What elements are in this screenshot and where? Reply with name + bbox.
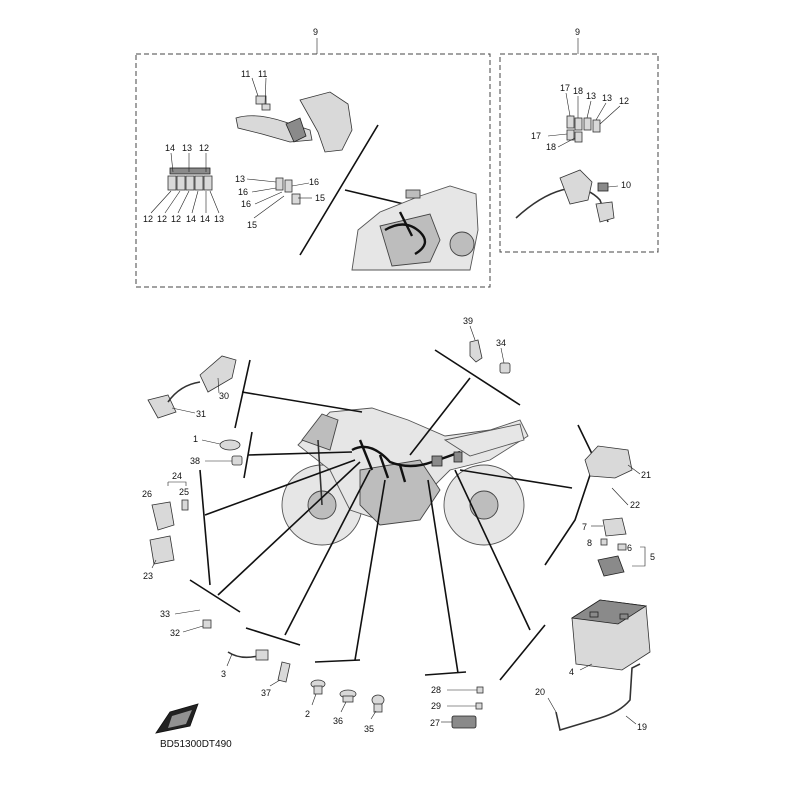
callout-11-b: 11 xyxy=(258,69,267,79)
callout-16-c: 16 xyxy=(309,177,319,187)
callout-18-b: 18 xyxy=(546,142,556,152)
callout-7: 7 xyxy=(582,522,587,532)
callout-12-c: 12 xyxy=(157,214,167,224)
callout-6: 6 xyxy=(627,543,632,553)
callout-17-a: 17 xyxy=(560,83,570,93)
callout-12-d: 12 xyxy=(171,214,181,224)
callout-29: 29 xyxy=(431,701,441,711)
callout-13-e: 13 xyxy=(602,93,612,103)
callout-36: 36 xyxy=(333,716,343,726)
callout-16-b: 16 xyxy=(241,199,251,209)
callout-17-b: 17 xyxy=(531,131,541,141)
callout-37: 37 xyxy=(261,688,271,698)
callout-9-right: 9 xyxy=(575,27,580,37)
callout-15-a: 15 xyxy=(315,193,325,203)
callout-3: 3 xyxy=(221,669,226,679)
callout-28: 28 xyxy=(431,685,441,695)
callout-1: 1 xyxy=(193,434,198,444)
callout-14-a: 14 xyxy=(165,143,175,153)
callout-27: 27 xyxy=(430,718,440,728)
callout-13-c: 13 xyxy=(235,174,245,184)
callout-4: 4 xyxy=(569,667,574,677)
callout-13-b: 13 xyxy=(214,214,224,224)
front-arrow-icon xyxy=(155,703,199,734)
detail-box-right xyxy=(499,53,659,253)
callout-12-a: 12 xyxy=(199,143,209,153)
part-32 xyxy=(202,619,212,629)
part-4-battery xyxy=(570,599,651,671)
callout-13-d: 13 xyxy=(586,91,596,101)
part-23-26 xyxy=(149,499,189,565)
callout-38: 38 xyxy=(190,456,200,466)
part-5 xyxy=(597,555,625,577)
part-3 xyxy=(227,649,269,661)
part-37 xyxy=(277,661,291,683)
part-21 xyxy=(584,445,633,479)
part-34 xyxy=(499,362,511,374)
frame-detail xyxy=(351,185,479,271)
part-27 xyxy=(451,715,477,729)
callout-21: 21 xyxy=(641,470,651,480)
callout-14-b: 14 xyxy=(186,214,196,224)
part-35 xyxy=(371,694,385,713)
callout-10: 10 xyxy=(621,180,631,190)
callout-32: 32 xyxy=(170,628,180,638)
callout-33: 33 xyxy=(160,609,170,619)
main-harness xyxy=(351,439,463,483)
motorcycle-main xyxy=(281,407,529,546)
part-8 xyxy=(600,538,608,546)
part-39 xyxy=(469,339,483,363)
callout-16-a: 16 xyxy=(238,187,248,197)
harness-detail-right xyxy=(515,169,615,223)
callout-31: 31 xyxy=(196,409,206,419)
part-28 xyxy=(476,686,484,694)
part-38 xyxy=(231,455,243,466)
callout-12-e: 12 xyxy=(619,96,629,106)
diagram-code: BD51300DT490 xyxy=(160,739,232,750)
callout-20: 20 xyxy=(535,687,545,697)
callout-22: 22 xyxy=(630,500,640,510)
part-36 xyxy=(339,689,357,703)
part-2 xyxy=(310,679,326,695)
callout-30: 30 xyxy=(219,391,229,401)
callout-2: 2 xyxy=(305,709,310,719)
part-6 xyxy=(617,543,627,551)
fuse-group-right xyxy=(566,115,601,143)
part-1 xyxy=(219,439,241,451)
callout-11-a: 11 xyxy=(241,69,250,79)
callout-13-a: 13 xyxy=(182,143,192,153)
callout-9-left: 9 xyxy=(313,27,318,37)
callout-24: 24 xyxy=(172,471,182,481)
callout-14-c: 14 xyxy=(200,214,210,224)
callout-39: 39 xyxy=(463,316,473,326)
callout-12-b: 12 xyxy=(143,214,153,224)
part-29 xyxy=(475,702,483,710)
callout-15-b: 15 xyxy=(247,220,257,230)
harness-detail-top xyxy=(235,91,353,153)
detail-box-left xyxy=(135,53,491,288)
callout-18-a: 18 xyxy=(573,86,583,96)
fuse-group-left xyxy=(167,167,213,191)
callout-26: 26 xyxy=(142,489,152,499)
callout-5: 5 xyxy=(650,552,655,562)
callout-23: 23 xyxy=(143,571,153,581)
callout-34: 34 xyxy=(496,338,506,348)
callout-35: 35 xyxy=(364,724,374,734)
fuse-group-middle xyxy=(275,177,301,205)
part-30-31 xyxy=(147,355,237,419)
callout-8: 8 xyxy=(587,538,592,548)
part-7 xyxy=(602,517,627,537)
part-19-cable xyxy=(555,663,641,732)
callout-25: 25 xyxy=(179,487,189,497)
callout-19: 19 xyxy=(637,722,647,732)
